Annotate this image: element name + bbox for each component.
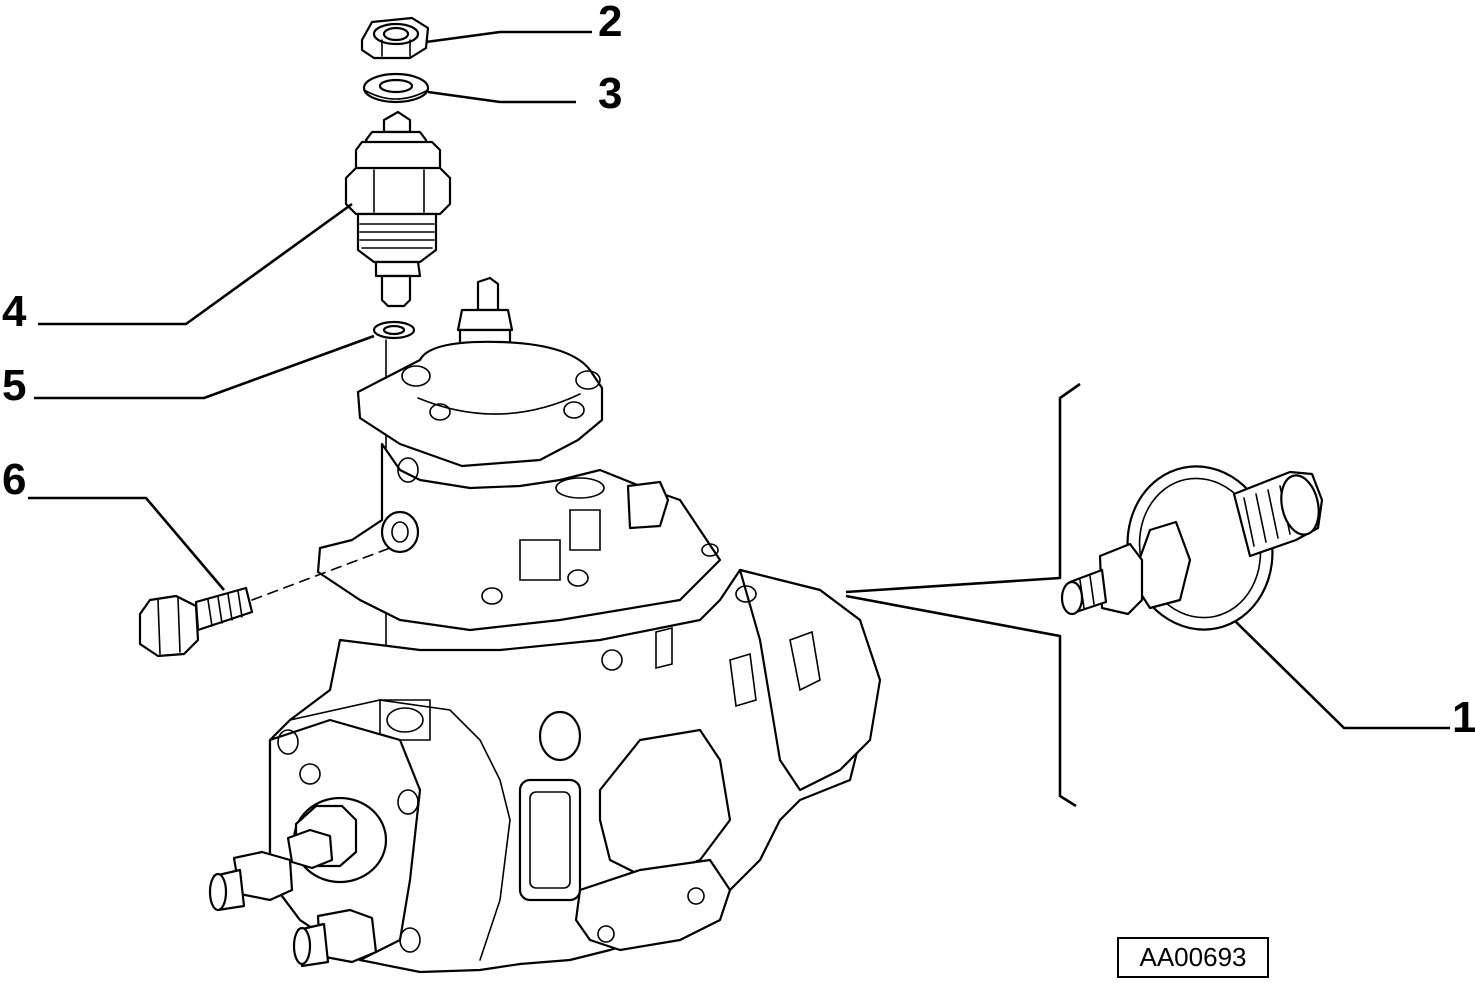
leader-line-5 [34,334,375,400]
callout-6: 6 [2,455,27,504]
leader-line-4 [38,202,353,326]
callout-5: 5 [2,361,27,410]
injection-pump-icon [208,276,882,974]
detail-view-bracket [845,382,1081,808]
leader-line-6 [28,496,225,591]
callout-2: 2 [598,0,623,46]
solenoid-valve-part [344,110,452,308]
bolt-part [138,547,391,658]
reference-code-label: AA00693 [1117,937,1269,978]
nut-part [360,16,430,60]
leader-line-1 [1235,621,1450,730]
callout-3: 3 [598,69,623,118]
leader-line-3 [427,90,576,104]
leader-line-2 [425,30,592,44]
callout-1: 1 [1452,693,1475,742]
washer-part [362,72,430,104]
o-ring-part [372,320,416,340]
valve-with-spring-icon [1060,465,1324,631]
callout-4: 4 [2,287,27,336]
